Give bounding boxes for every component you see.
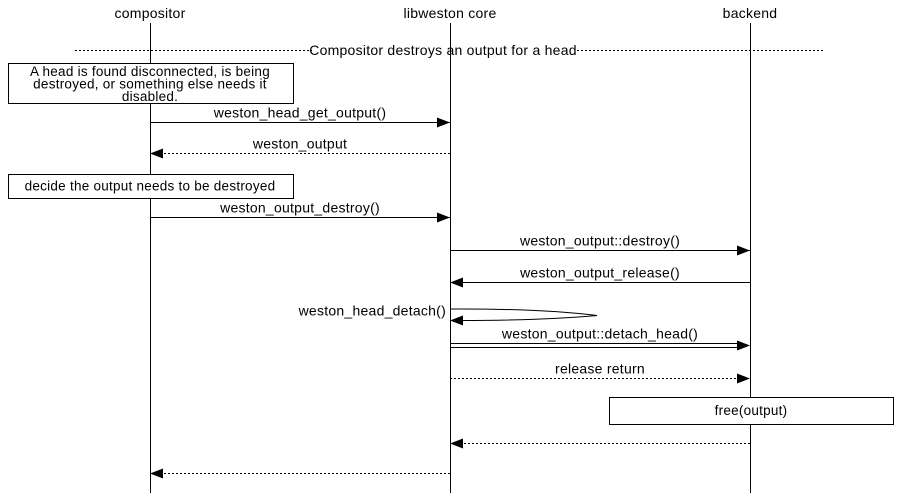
message-label: weston_output_destroy() xyxy=(219,200,380,216)
arrowhead-right-icon xyxy=(737,373,750,384)
message-return-to-core xyxy=(450,438,750,449)
arrowhead-left-icon xyxy=(150,468,163,479)
message-weston-output-release: weston_output_release() xyxy=(450,265,750,288)
message-label: weston_output xyxy=(252,136,347,152)
note-box xyxy=(8,174,294,199)
note-text-line: destroyed, or something else needs it xyxy=(33,77,267,92)
note-text-line: disabled. xyxy=(122,89,178,104)
message-label: weston_output::destroy() xyxy=(519,233,680,249)
message-weston-output-destroy: weston_output_destroy() xyxy=(150,200,450,223)
message-weston-head-get-output: weston_head_get_output() xyxy=(150,105,450,128)
note-box xyxy=(8,63,294,104)
arrowhead-right-icon xyxy=(437,212,450,223)
note-head-disconnected: A head is found disconnected, is being d… xyxy=(8,63,294,104)
arrowhead-right-icon xyxy=(437,117,450,128)
entity-labels: compositor libweston core backend xyxy=(115,5,778,21)
note-decide-destroy: decide the output needs to be destroyed xyxy=(8,174,294,199)
entity-label-libweston-core: libweston core xyxy=(404,5,497,21)
divider-label: Compositor destroys an output for a head xyxy=(309,42,577,58)
message-label: weston_head_detach() xyxy=(298,303,446,319)
message-label: weston_output_release() xyxy=(519,265,680,281)
entity-label-compositor: compositor xyxy=(115,5,186,21)
message-return-to-compositor xyxy=(150,468,450,479)
message-weston-output-return: weston_output xyxy=(150,136,450,159)
message-weston-head-detach-self: weston_head_detach() xyxy=(298,303,598,326)
self-loop xyxy=(449,308,598,321)
message-label: release return xyxy=(555,361,645,377)
note-text-line: decide the output needs to be destroyed xyxy=(25,179,276,194)
arrowhead-right-icon xyxy=(737,340,750,351)
action-free-output: free(output) xyxy=(609,397,894,425)
divider-output-destroy: Compositor destroys an output for a head xyxy=(75,42,825,58)
message-weston-output-destroy-vfunc: weston_output::destroy() xyxy=(450,233,750,256)
message-weston-output-detach-head-vfunc: weston_output::detach_head() xyxy=(450,326,750,351)
arrowhead-left-icon xyxy=(450,277,463,288)
action-label: free(output) xyxy=(715,403,788,418)
message-release-return: release return xyxy=(450,361,750,384)
arrowhead-left-icon xyxy=(450,438,463,449)
action-box xyxy=(609,397,894,425)
entity-label-backend: backend xyxy=(723,5,778,21)
note-text-line: A head is found disconnected, is being xyxy=(30,64,270,79)
arrowhead-right-icon xyxy=(737,245,750,256)
message-label: weston_head_get_output() xyxy=(213,105,387,121)
message-label: weston_output::detach_head() xyxy=(501,326,698,342)
arrowhead-left-icon xyxy=(450,315,463,326)
arrowhead-left-icon xyxy=(150,148,163,159)
